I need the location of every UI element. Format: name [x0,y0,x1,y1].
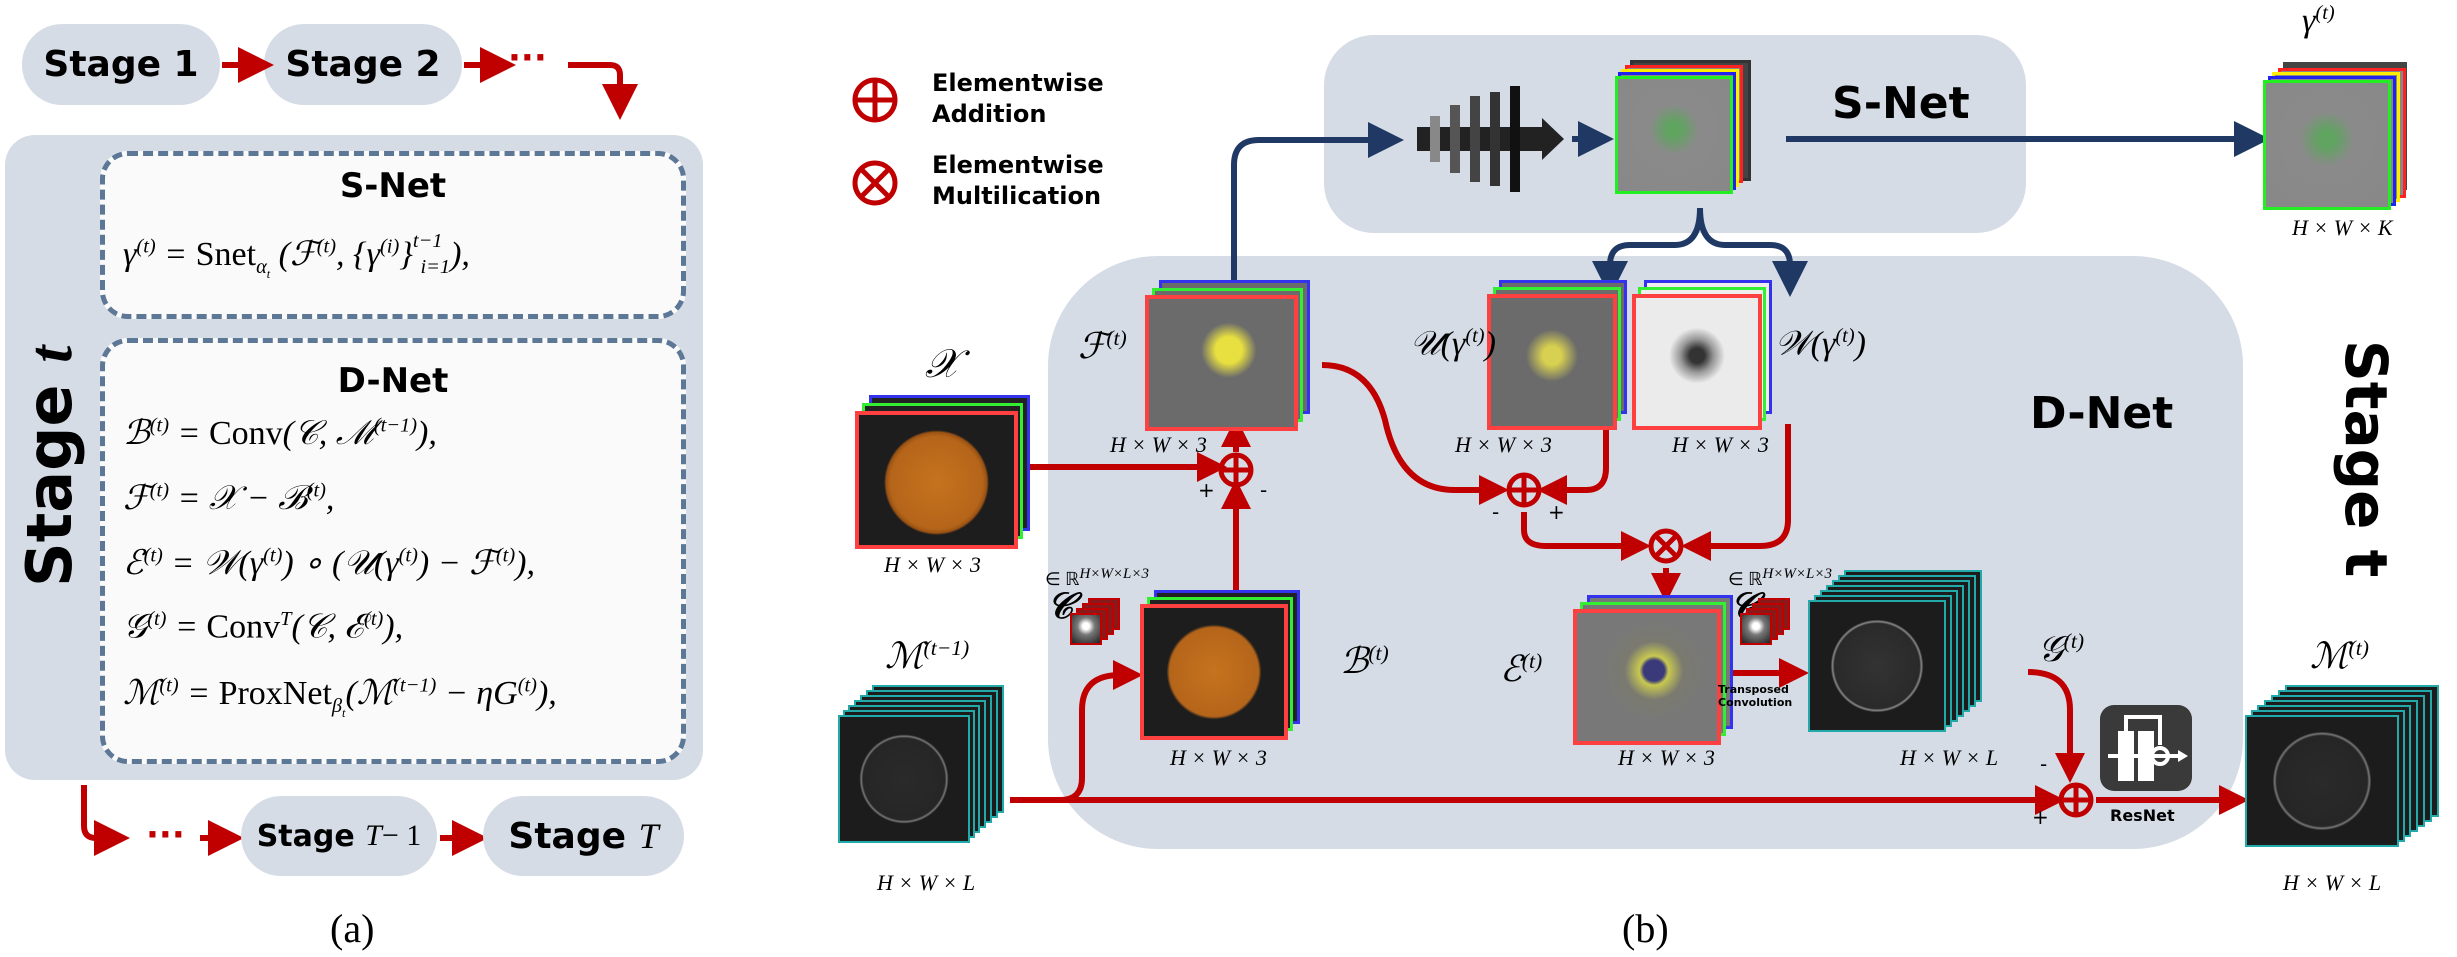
b-label: ℬ(t) [1340,641,1389,681]
stage-2-label: Stage 2 [285,44,441,85]
f-dims: H × W × 3 [1110,432,1207,457]
m-prev-label: ℳ(t−1) [885,636,970,676]
dnet-box-title: D-Net [337,361,449,401]
arrow-u-to-sub [1537,424,1609,505]
minus-sign-b: - [1260,478,1268,502]
elementwise-multiplication-icon [852,160,898,206]
dnet-title: D-Net [2030,388,2174,439]
elementwise-addition-icon [852,77,898,123]
dnet-equation-e: ℰ(t) = 𝒲(γ(t)) ∘ (𝒰(γ(t)) − ℱ(t)), [123,544,535,582]
u-label: 𝒰(γ(t)) [1410,325,1496,363]
conv-kernel-domain-2: ∈ ℝH×W×L×3 [1728,566,1832,589]
m-prev-feature-stack [838,685,1006,855]
caption-b: (b) [1622,906,1669,951]
plus-sign-u: + [1548,500,1565,524]
dnet-equation-g: 𝒢(t) = ConvT(𝒞, ℰ(t)), [123,608,404,646]
arrow-gamma-to-u [1592,207,1703,297]
stage-2-node: Stage 2 [264,24,462,105]
arrow-f-to-sub [1321,362,1509,505]
conv-kernel-domain-1: ∈ ℝH×W×L×3 [1045,566,1149,589]
stage-T-node: Stage T [483,796,684,876]
resnet-label: ResNet [2110,806,2175,825]
snet-box-title: S-Net [339,166,447,206]
w-label: 𝒲(γ(t)) [1775,325,1866,363]
g-dims: H × W × L [1900,745,1999,770]
arrow-sub-to-mult [1521,512,1651,561]
arrow-mprev-to-b [1010,660,1143,803]
m-prev-dims: H × W × L [877,870,976,895]
conv-kernel-stack-2 [1740,598,1790,654]
add-op-resnet [2058,782,2094,818]
gamma-output-label: γ(t) [2302,2,2335,40]
arrow-f-to-snet [1231,122,1404,285]
dnet-equation-f: ℱ(t) = 𝒳 − ℬ(t), [123,479,335,517]
f-image-stack [1145,280,1315,431]
caption-a: (a) [330,906,375,951]
bottom-ellipsis: ··· [146,815,185,855]
e-image-stack [1573,595,1733,745]
stage-T-minus-1-node: Stage T − 1 [241,796,437,876]
e-dims: H × W × 3 [1618,745,1715,770]
snet-title: S-Net [1832,78,1970,129]
dnet-equation-b: ℬ(t) = Conv(𝒞, ℳ(t−1)), [123,414,437,452]
e-label: ℰ(t) [1500,649,1543,689]
arrow-gamma-to-w [1697,207,1808,297]
mult-op-e [1648,528,1684,564]
transposed-convolution-label: Transposed Convolution [1718,683,1793,709]
gamma-stack-snet [1615,60,1751,194]
add-op-f [1218,452,1254,488]
x-label: 𝒳 [925,341,960,386]
dnet-equation-m: ℳ(t) = ProxNetβt(ℳ(t−1) − ηG(t)), [123,674,557,720]
g-label: 𝒢(t) [2038,629,2085,669]
gamma-output-dims: H × W × K [2292,215,2393,240]
arrow-from-stage-t [81,785,130,856]
snet-equation: γ(t) = Snetαt (ℱ(t), {γ(i)}t−1i=1), [123,229,470,281]
minus-sign-f: - [1492,500,1500,524]
resnet-icon [2100,705,2192,791]
w-image-stack [1632,280,1772,430]
minus-sign-g: - [2040,752,2048,776]
g-feature-stack [1808,570,1983,740]
w-dims: H × W × 3 [1672,432,1769,457]
f-label: ℱ(t) [1078,326,1127,366]
x-image-stack [855,395,1030,549]
arrow-g-to-resnet-add [2027,669,2085,783]
plus-sign-m: + [2032,805,2049,829]
snet-equation-box: S-Net γ(t) = Snetαt (ℱ(t), {γ(i)}t−1i=1)… [100,151,686,319]
gamma-output-stack [2263,62,2407,212]
plus-sign-x: + [1198,478,1215,502]
arrow-to-stage-t [568,62,638,120]
stage-1-node: Stage 1 [22,24,220,105]
stage-1-label: Stage 1 [43,44,199,85]
legend-addition-label: Elementwise Addition [932,69,1104,128]
conv-kernel-stack-1 [1070,598,1120,654]
panel-a-arrows [81,47,638,856]
m-output-feature-stack [2245,685,2457,855]
arrow-w-to-mult [1681,424,1791,561]
m-output-label: ℳ(t) [2310,636,2369,676]
add-op-diff [1506,472,1542,508]
u-image-stack [1487,280,1627,430]
u-dims: H × W × 3 [1455,432,1552,457]
legend-multiplication-label: Elementwise Multilication [932,151,1104,210]
x-dims: H × W × 3 [884,552,981,577]
dnet-equation-box: D-Net ℬ(t) = Conv(𝒞, ℳ(t−1)), ℱ(t) = 𝒳 −… [100,338,686,764]
b-dims: H × W × 3 [1170,745,1267,770]
b-image-stack [1140,590,1300,740]
encoder-decoder-icon [1417,86,1564,192]
conv-kernel-label-1: 𝒞 [1047,586,1074,626]
m-output-dims: H × W × L [2283,870,2382,895]
